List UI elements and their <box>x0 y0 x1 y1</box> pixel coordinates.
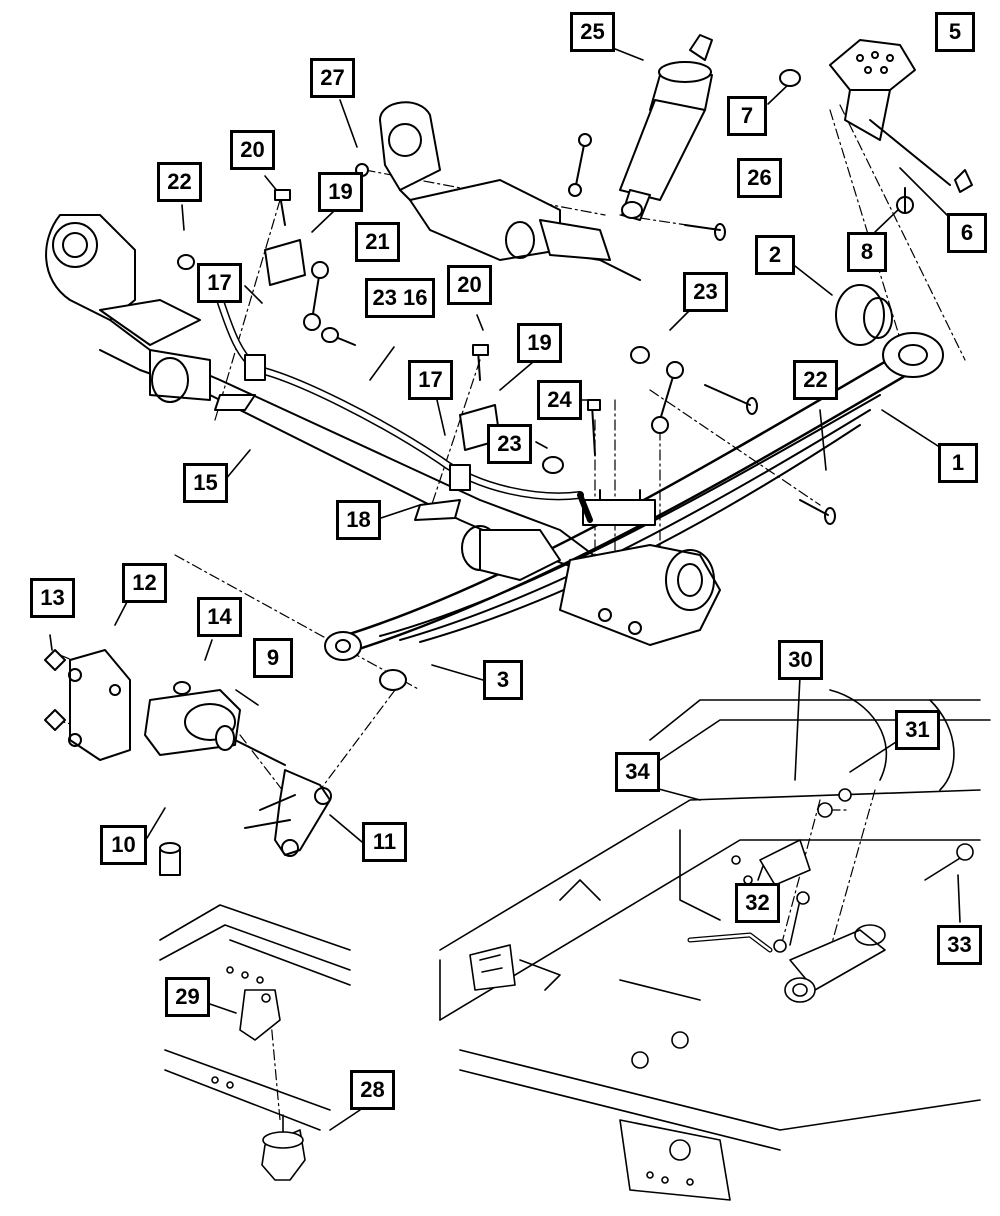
callout-17-upper: 17 <box>197 263 242 303</box>
callout-13: 13 <box>30 578 75 618</box>
upper-axle-assembly <box>379 101 641 281</box>
callout-27: 27 <box>310 58 355 98</box>
stabilizer-links <box>177 133 836 525</box>
callout-1: 1 <box>938 443 978 483</box>
rear-axle <box>45 214 721 646</box>
callout-30: 30 <box>778 640 823 680</box>
callout-2: 2 <box>755 235 795 275</box>
stabilizer-bar <box>214 296 593 523</box>
callout-23-right: 23 <box>683 272 728 312</box>
callout-9: 9 <box>253 638 293 678</box>
callout-15: 15 <box>183 463 228 503</box>
callout-33: 33 <box>937 925 982 965</box>
leader-lines <box>49 44 961 1131</box>
leaf-spring <box>324 332 944 661</box>
bumper-detail-view <box>159 904 351 1181</box>
callout-28: 28 <box>350 1070 395 1110</box>
callout-31: 31 <box>895 710 940 750</box>
rear-shackle-assembly <box>44 649 407 876</box>
callout-14: 14 <box>197 597 242 637</box>
callout-20-lower: 20 <box>447 265 492 305</box>
frame-detail-view <box>439 689 991 1201</box>
callout-24: 24 <box>537 380 582 420</box>
callout-3: 3 <box>483 660 523 700</box>
spring-hanger-bracket <box>779 39 973 214</box>
callout-20-upper: 20 <box>230 130 275 170</box>
callout-6: 6 <box>947 213 987 253</box>
callout-32: 32 <box>735 883 780 923</box>
spring-bushing <box>835 284 893 346</box>
callout-11: 11 <box>362 822 407 862</box>
shock-absorber <box>619 34 726 241</box>
callout-34: 34 <box>615 752 660 792</box>
callout-29: 29 <box>165 977 210 1017</box>
callout-23-16: 23 16 <box>365 278 435 318</box>
callout-19-lower: 19 <box>517 323 562 363</box>
callout-18: 18 <box>336 500 381 540</box>
callout-22-left: 22 <box>157 162 202 202</box>
callout-22-right: 22 <box>793 360 838 400</box>
callout-25: 25 <box>570 12 615 52</box>
callout-21: 21 <box>355 222 400 262</box>
callout-19-upper: 19 <box>318 172 363 212</box>
callout-10: 10 <box>100 825 147 865</box>
callout-23-middle: 23 <box>487 424 532 464</box>
callout-12: 12 <box>122 563 167 603</box>
callout-26: 26 <box>737 158 782 198</box>
callout-7: 7 <box>727 96 767 136</box>
callout-8: 8 <box>847 232 887 272</box>
callout-5: 5 <box>935 12 975 52</box>
callout-17-lower: 17 <box>408 360 453 400</box>
